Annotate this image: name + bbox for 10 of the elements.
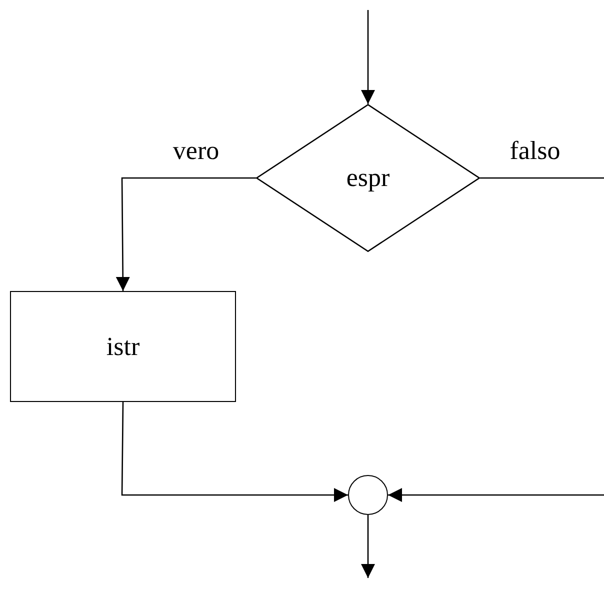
process-box	[10, 291, 236, 402]
decision-diamond	[256, 104, 480, 252]
node-label: espr	[346, 163, 390, 193]
connector-circle	[348, 475, 388, 515]
arrow	[361, 515, 375, 578]
node-label: istr	[106, 332, 140, 362]
arrow	[116, 177, 256, 291]
arrow	[388, 488, 604, 502]
arrow	[121, 402, 348, 502]
arrow	[361, 10, 375, 104]
